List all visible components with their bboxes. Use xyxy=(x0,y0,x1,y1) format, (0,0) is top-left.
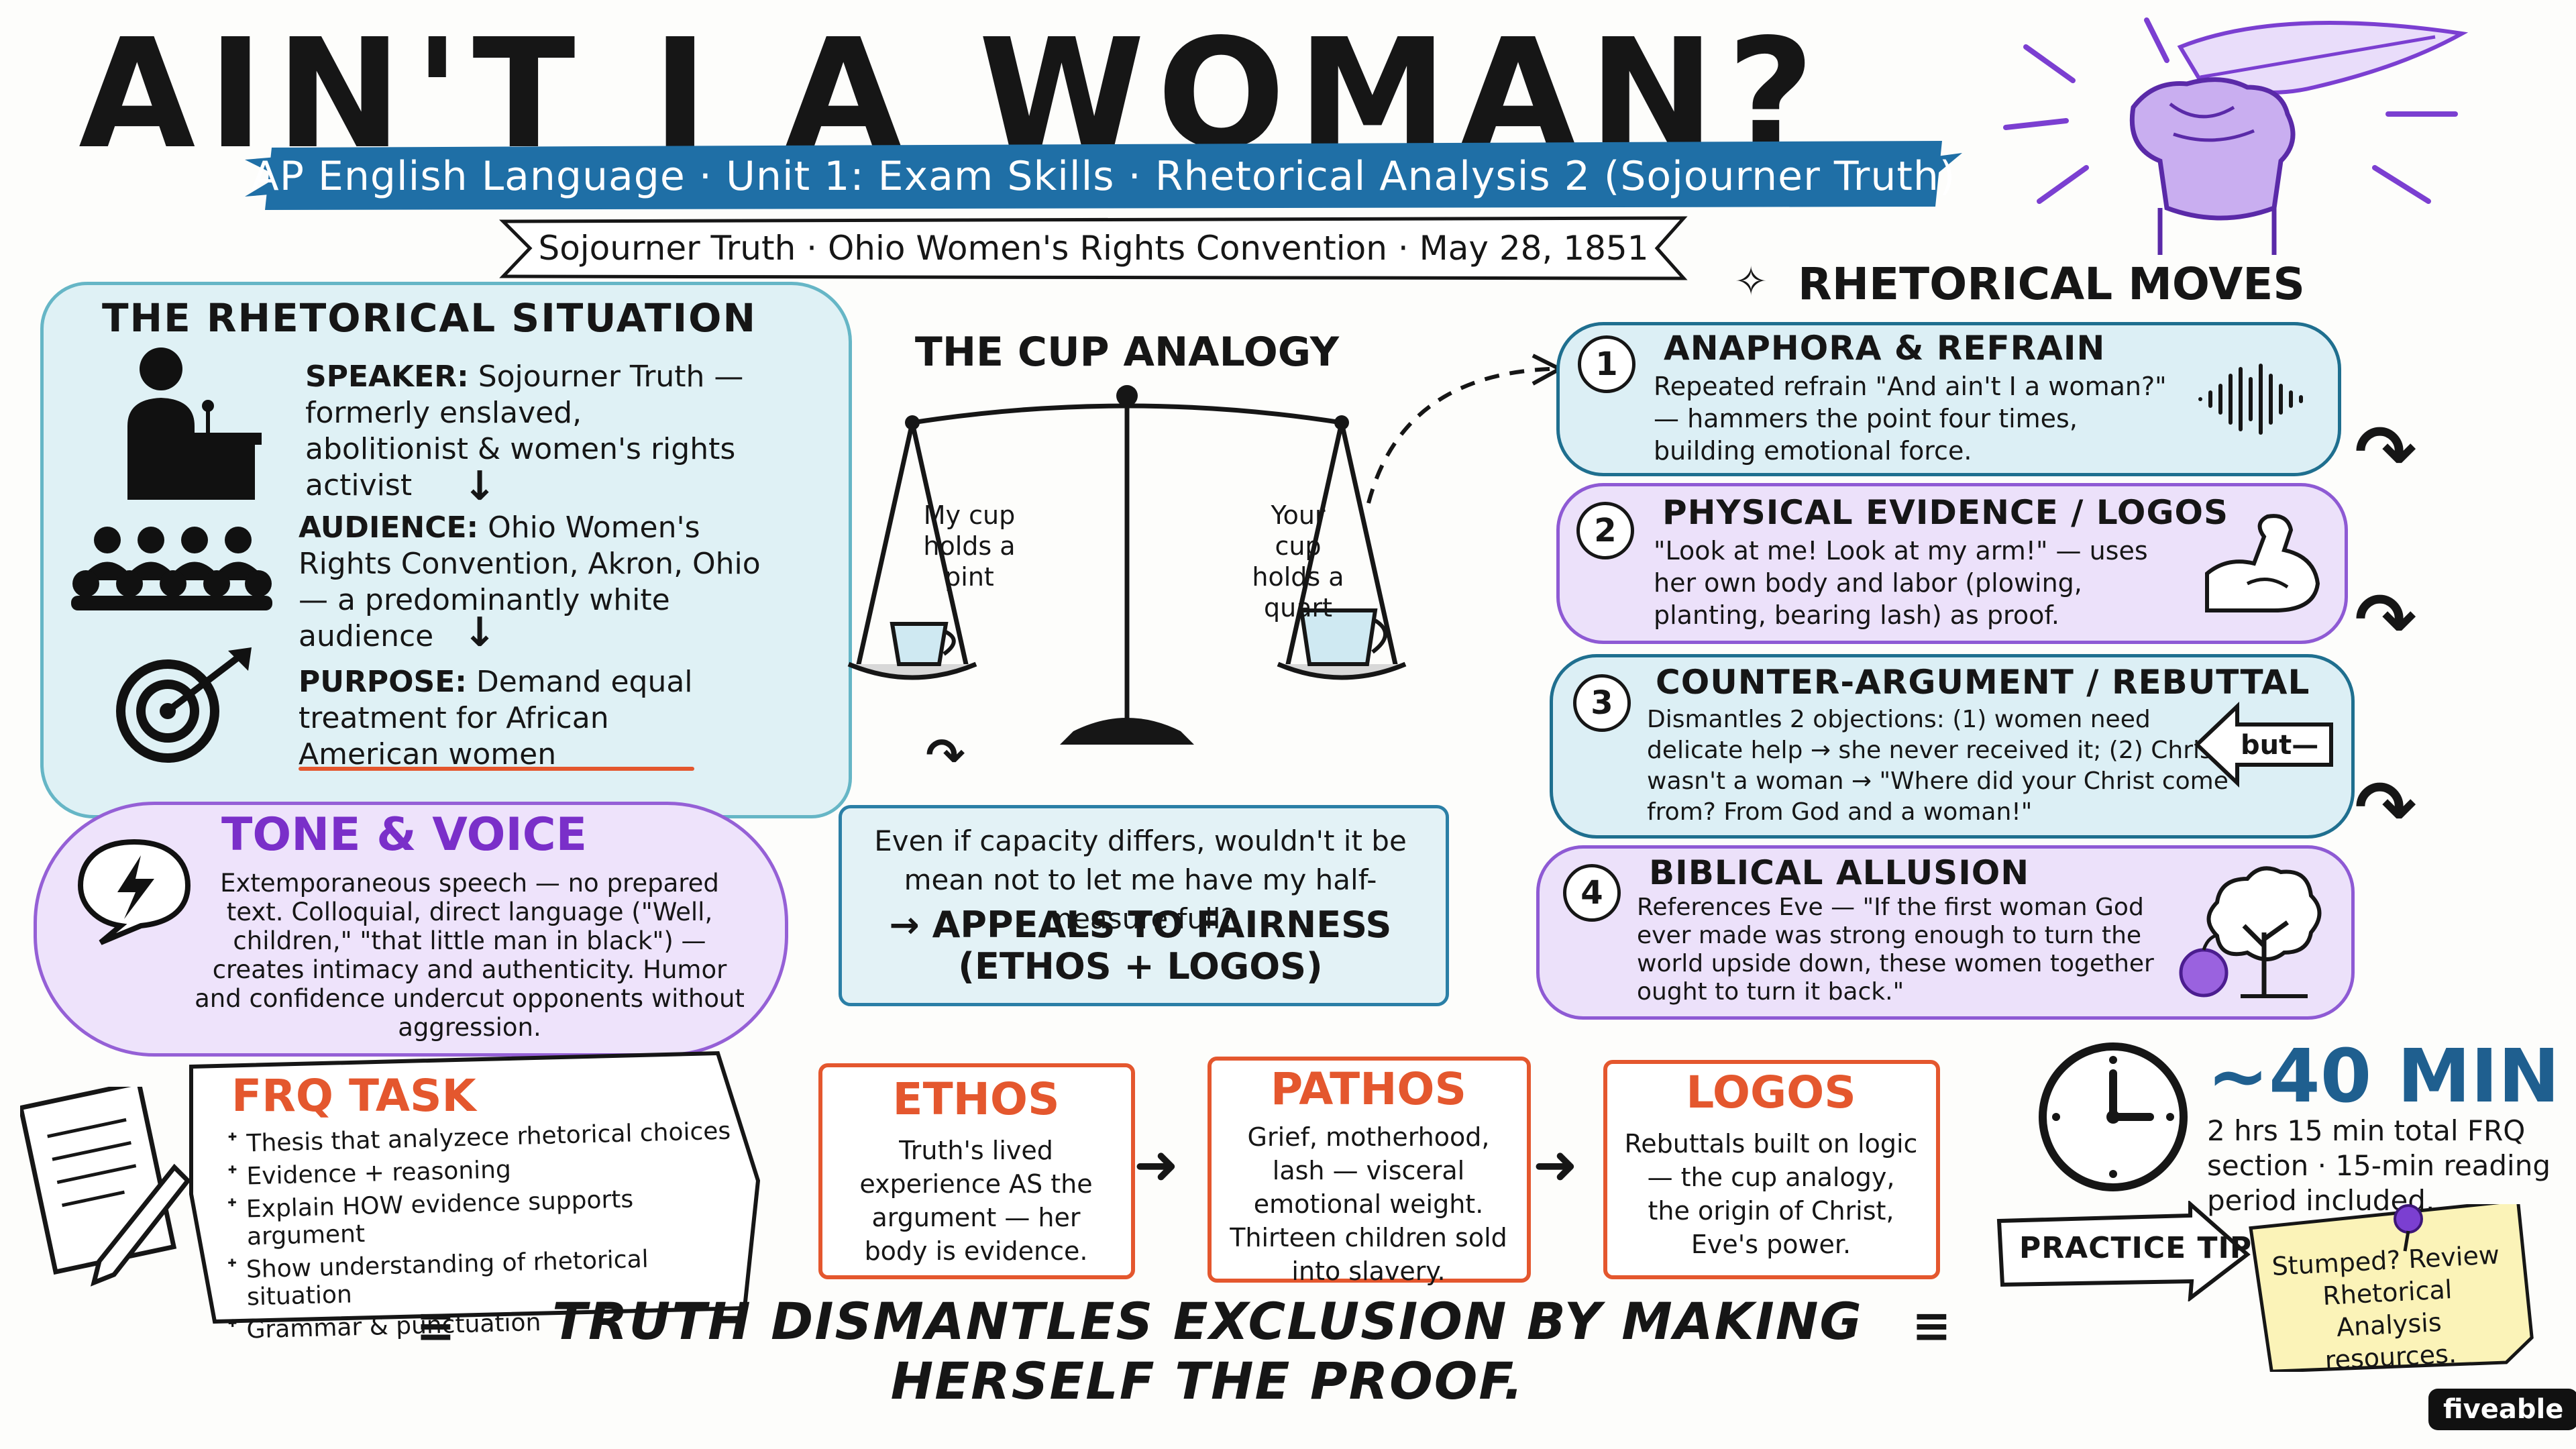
sub-banner xyxy=(498,216,1688,280)
sound-wave-icon xyxy=(2198,364,2303,435)
clock-icon xyxy=(2039,1042,2188,1191)
logos-body: Rebuttals built on logic — the cup analo… xyxy=(1624,1129,1918,1259)
sub-banner-text: Sojourner Truth · Ohio Women's Rights Co… xyxy=(538,229,1649,268)
audience-label: AUDIENCE: xyxy=(299,511,479,545)
logos-title: LOGOS xyxy=(1686,1067,1856,1118)
speaker-text: Sojourner Truth — formerly enslaved, abo… xyxy=(305,360,744,502)
emphasis-lines-icon: ≡ xyxy=(416,1298,455,1353)
move-number: 2 xyxy=(1576,502,1634,559)
pathos-body: Grief, motherhood, lash — visceral emoti… xyxy=(1230,1122,1507,1286)
right-arrow-icon: ➜ xyxy=(1533,1134,1578,1196)
practice-tip-arrow xyxy=(1996,1201,2251,1301)
cup-appeal-line1: → APPEALS TO FAIRNESS xyxy=(889,904,1392,946)
right-cup-label: Your cup holds a quart xyxy=(1252,500,1344,623)
down-arrow-icon: ↓ xyxy=(463,463,497,510)
raised-fist-quill-icon xyxy=(2003,17,2469,255)
cup-analogy-title: THE CUP ANALOGY xyxy=(914,329,1340,376)
move-title: BIBLICAL ALLUSION xyxy=(1649,853,2030,892)
tone-voice-title: TONE & VOICE xyxy=(221,808,588,861)
frq-title: FRQ TASK xyxy=(231,1070,476,1122)
move-title: PHYSICAL EVIDENCE / LOGOS xyxy=(1662,493,2229,532)
cup-analogy-box xyxy=(839,805,1449,1006)
speaker-at-podium-icon xyxy=(127,347,262,500)
move-number: 4 xyxy=(1563,864,1621,922)
title-banner-text: AP English Language · Unit 1: Exam Skill… xyxy=(251,153,1956,200)
cup-appeal: → APPEALS TO FAIRNESS (ETHOS + LOGOS) xyxy=(859,904,1422,987)
fiveable-logo[interactable]: fiveable xyxy=(2428,1389,2576,1430)
list-item: ✚Explain HOW evidence supports argument xyxy=(227,1185,634,1251)
practice-tip-label: PRACTICE TIP xyxy=(2019,1231,2253,1265)
sticky-note-text: Stumped? Review Rhetorical Analysis reso… xyxy=(2271,1240,2500,1376)
purpose-text: Demand equal treatment for African Ameri… xyxy=(299,665,693,771)
rhetorical-situation-title: THE RHETORICAL SITUATION xyxy=(101,295,757,341)
ethos-body: Truth's lived experience AS the argument… xyxy=(859,1136,1093,1266)
cup-question: Even if capacity differs, wouldn't it be… xyxy=(874,824,1407,935)
curved-down-arrow-icon: ↷ xyxy=(926,728,965,783)
time-detail: 2 hrs 15 min total FRQ section · 15-min … xyxy=(2207,1114,2551,1217)
curved-down-arrow-icon: ↷ xyxy=(2355,765,2417,851)
sticky-note xyxy=(2249,1204,2534,1372)
move-body: "Look at me! Look at my arm!" — uses her… xyxy=(1654,536,2148,630)
tone-voice-body: Extemporaneous speech — no prepared text… xyxy=(195,869,745,1042)
pathos-title: PATHOS xyxy=(1270,1063,1467,1115)
dashed-arrow-icon xyxy=(1366,354,1563,504)
rhetorical-moves-title: RHETORICAL MOVES xyxy=(1798,258,2305,310)
move-number: 1 xyxy=(1578,335,1635,393)
move-title: ANAPHORA & REFRAIN xyxy=(1664,329,2106,368)
audience-crowd-icon xyxy=(71,527,272,610)
left-arrow-icon xyxy=(2194,702,2333,788)
balance-scale-illustration xyxy=(847,385,1407,745)
move-card-2 xyxy=(1556,483,2348,644)
move-body: Dismantles 2 objections: (1) women need … xyxy=(1647,706,2229,826)
right-arrow-icon: ➜ xyxy=(1134,1134,1179,1196)
cup-appeal-line2: (ETHOS + LOGOS) xyxy=(958,945,1323,987)
tree-apple-icon xyxy=(2179,866,2322,998)
emphasis-lines-icon: ≡ xyxy=(1912,1298,1951,1353)
target-dart-icon xyxy=(116,647,252,763)
audience-text: Ohio Women's Rights Convention, Akron, O… xyxy=(299,511,761,653)
ethos-title: ETHOS xyxy=(892,1073,1060,1125)
but-label: but— xyxy=(2241,730,2319,761)
move-body: References Eve — "If the first woman God… xyxy=(1637,894,2154,1006)
sparkle-icon: ✧ xyxy=(1734,258,1768,305)
move-title: COUNTER-ARGUMENT / REBUTTAL xyxy=(1656,663,2310,702)
frq-banner xyxy=(189,1051,761,1324)
title-banner xyxy=(245,141,1962,210)
curved-down-arrow-icon: ↷ xyxy=(2355,409,2417,495)
purpose-label: PURPOSE: xyxy=(299,665,467,699)
down-arrow-icon: ↓ xyxy=(463,609,497,656)
notepad-pencil-icon xyxy=(20,1087,191,1287)
purpose-underline xyxy=(299,767,694,771)
time-estimate: ~40 MIN xyxy=(2207,1033,2560,1119)
move-body: Repeated refrain "And ain't I a woman?" … xyxy=(1654,372,2167,466)
curved-down-arrow-icon: ↷ xyxy=(2355,577,2417,663)
bottom-takeaway: TRUTH DISMANTLES EXCLUSION BY MAKING HER… xyxy=(552,1291,1863,1411)
move-number: 3 xyxy=(1573,674,1631,732)
logos-box xyxy=(1603,1060,1940,1279)
pathos-box xyxy=(1208,1057,1531,1283)
ethos-box xyxy=(818,1063,1135,1279)
speaker-label: SPEAKER: xyxy=(305,360,469,394)
flexed-arm-icon xyxy=(2205,514,2320,612)
speech-bubble-lightning-icon xyxy=(77,839,191,945)
left-cup-label: My cup holds a pint xyxy=(923,500,1016,592)
